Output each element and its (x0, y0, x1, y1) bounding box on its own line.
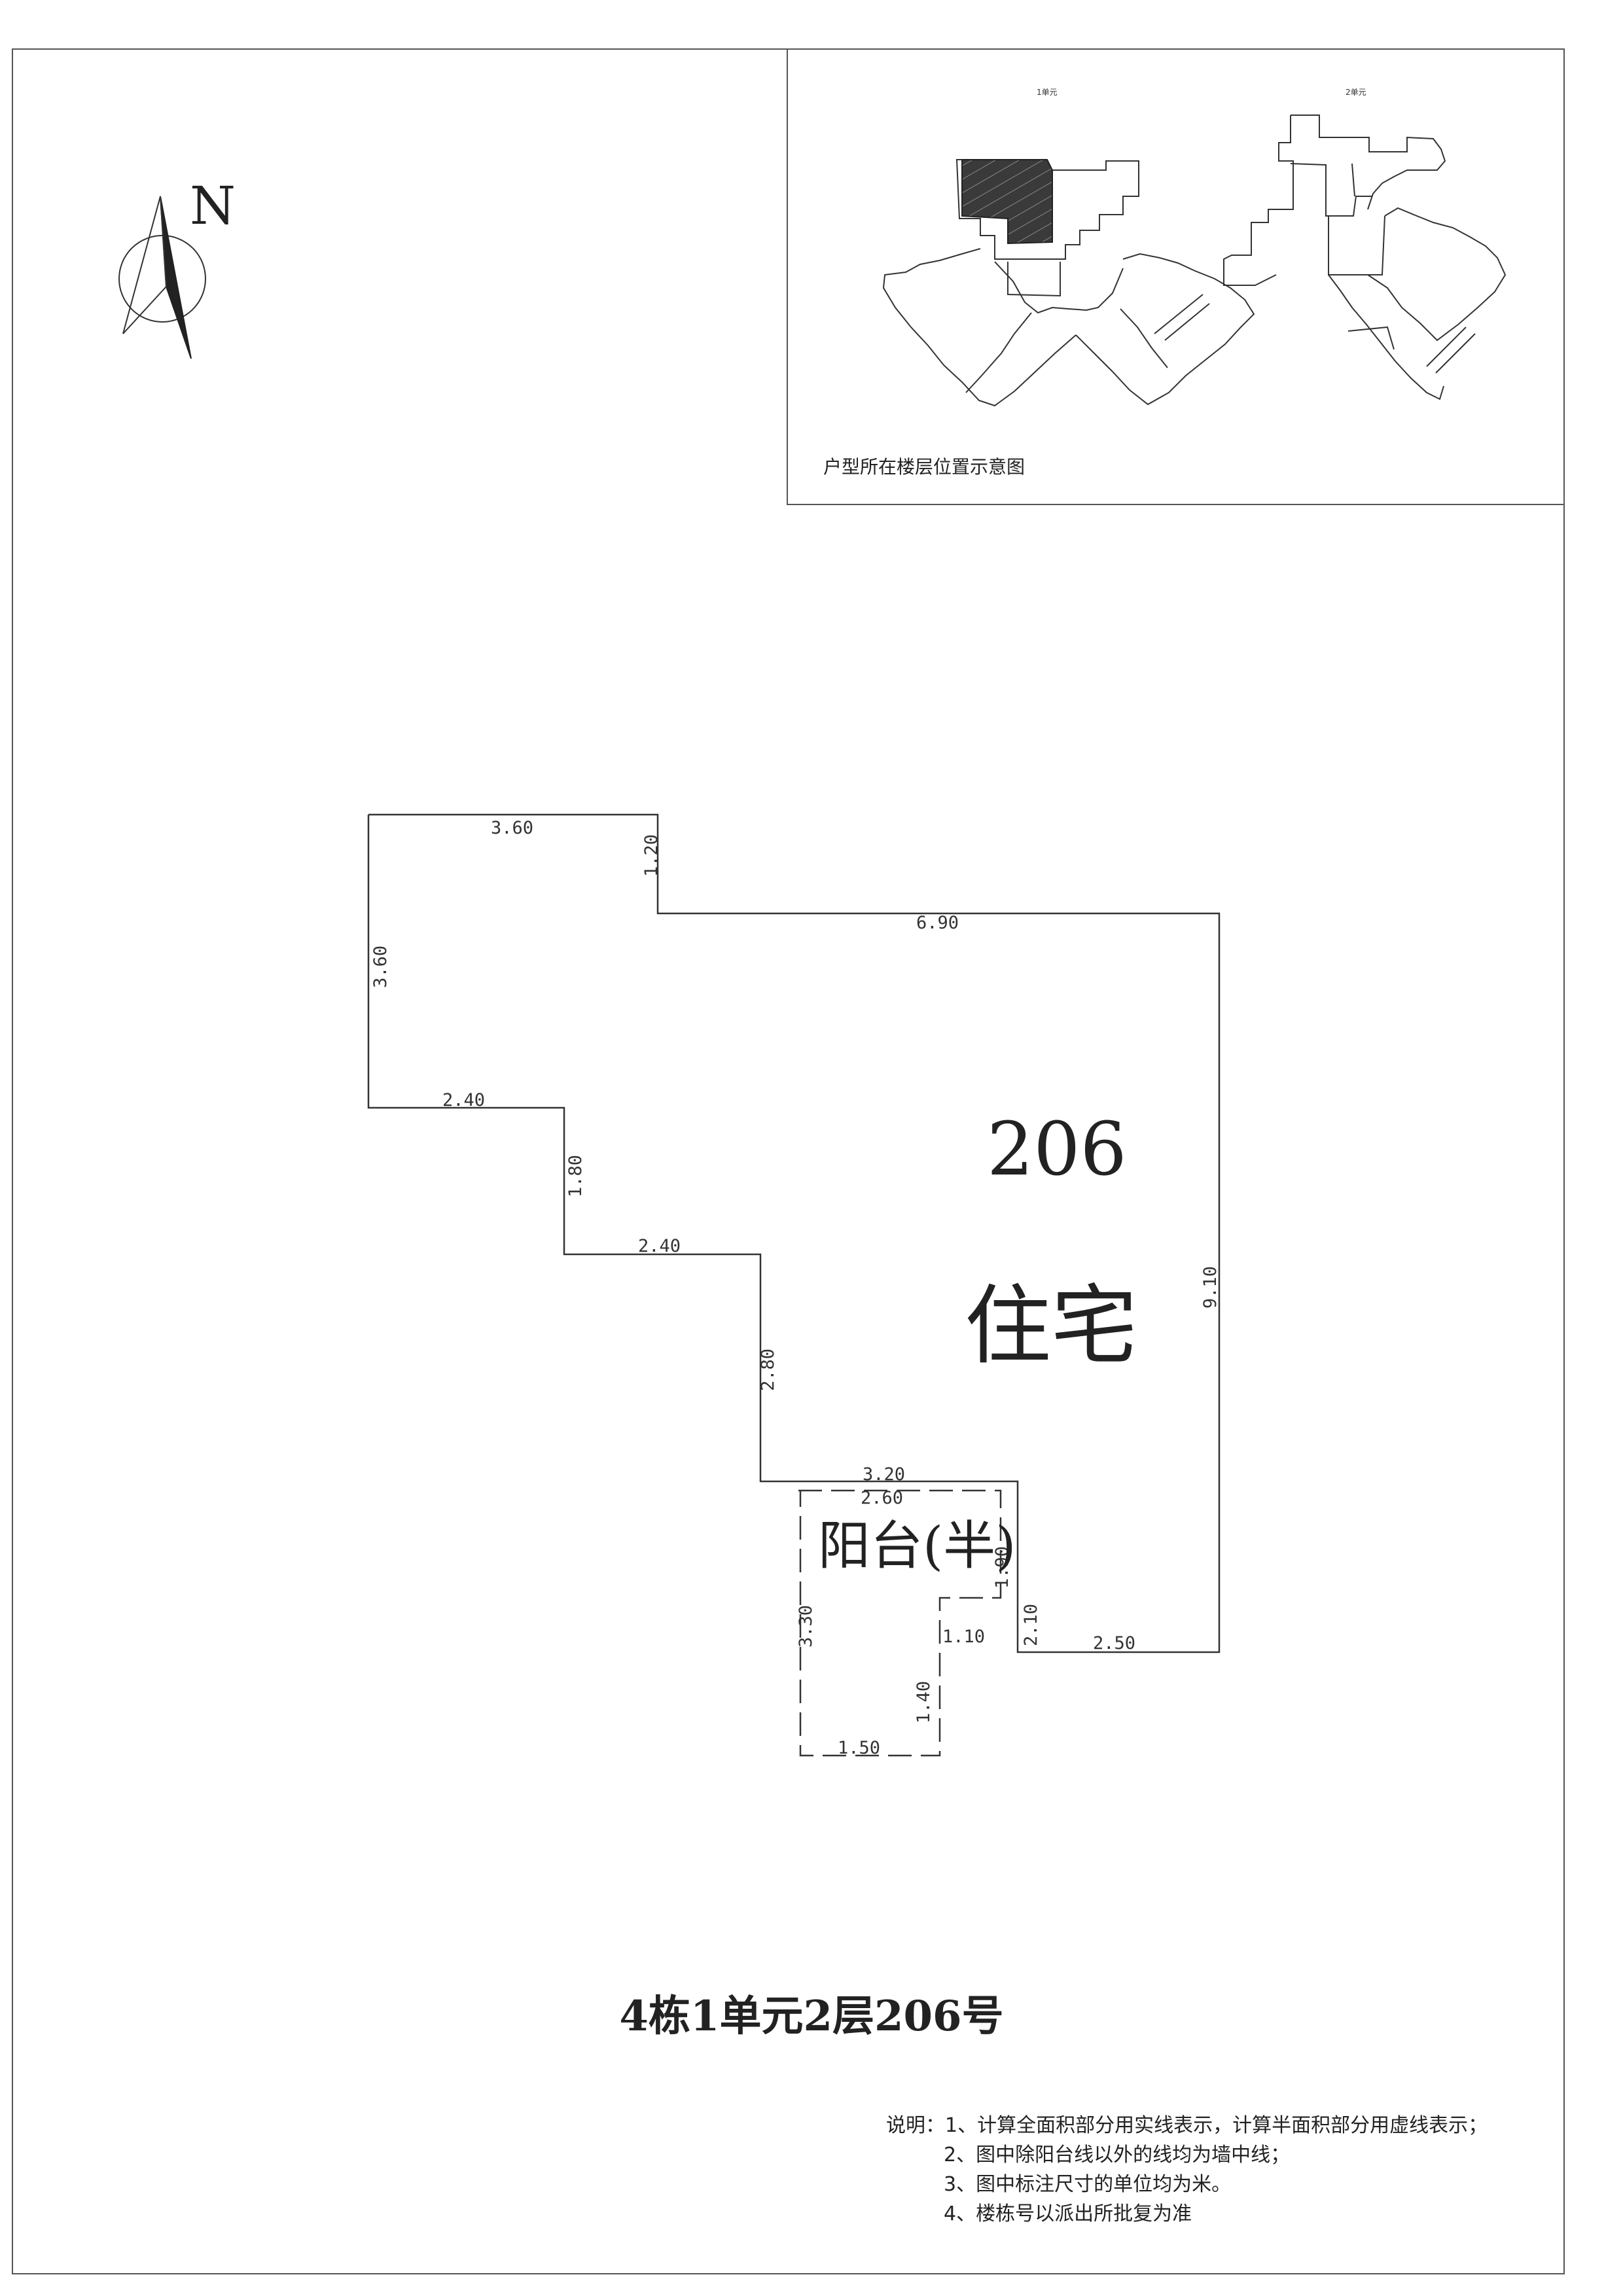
note-2: 2、图中除阳台线以外的线均为墙中线； (944, 2144, 1291, 2166)
dim-left-step: 2.40 (442, 1090, 485, 1110)
unit-2-outline (1223, 115, 1507, 400)
dim-balcony-right-dashed: 1.90 (992, 1546, 1012, 1589)
unit-highlight (961, 159, 1053, 245)
inset-caption: 户型所在楼层位置示意图 (823, 456, 1026, 478)
dim-balcony-top-dashed: 2.60 (861, 1488, 903, 1508)
unit-1-outline (882, 159, 1255, 407)
room-number: 206 (987, 1107, 1127, 1192)
dim-top-left: 3.60 (491, 818, 533, 838)
dim-balcony-lower-vertical: 1.40 (914, 1681, 934, 1723)
dim-balcony-top-solid: 3.20 (863, 1464, 905, 1485)
note-1: 1、计算全面积部分用实线表示，计算半面积部分用虚线表示； (945, 2114, 1488, 2137)
dim-bottom-right: 2.50 (1093, 1633, 1135, 1653)
north-letter: N (190, 175, 236, 236)
plan-title: 4栋1单元2层206号 (619, 1992, 1004, 2041)
dim-balcony-step: 1.10 (942, 1627, 985, 1647)
dim-step-vertical: 1.20 (641, 834, 662, 877)
notes-prefix: 说明： (886, 2114, 945, 2137)
floor-outline (367, 813, 1221, 1653)
dim-balcony-bottom: 1.50 (838, 1738, 880, 1758)
balcony-outline (798, 1489, 1002, 1757)
note-3: 3、图中标注尺寸的单位均为米。 (944, 2173, 1232, 2196)
north-arrow-icon (118, 196, 206, 359)
notes-block: 说明：1、计算全面积部分用实线表示，计算半面积部分用虚线表示； 2、图中除阳台线… (886, 2111, 1488, 2229)
dim-balcony-right-solid: 2.10 (1021, 1604, 1041, 1646)
balcony-label: 阳台(半) (818, 1515, 1016, 1576)
dim-mid-step: 2.40 (638, 1236, 681, 1256)
unit-1-label: 1单元 (1037, 88, 1058, 97)
note-4: 4、楼栋号以派出所批复为准 (944, 2202, 1192, 2225)
dim-balcony-left-dashed: 3.30 (796, 1605, 816, 1648)
dim-mid-vertical: 2.80 (758, 1349, 778, 1391)
dim-top-right: 6.90 (916, 913, 959, 933)
room-use: 住宅 (965, 1276, 1137, 1377)
unit-2-label: 2单元 (1346, 88, 1366, 97)
dim-left-step-vertical: 1.80 (565, 1155, 586, 1197)
dim-right-vertical: 9.10 (1200, 1266, 1221, 1309)
location-inset (787, 48, 1565, 505)
dim-left-vertical: 3.60 (370, 945, 391, 988)
